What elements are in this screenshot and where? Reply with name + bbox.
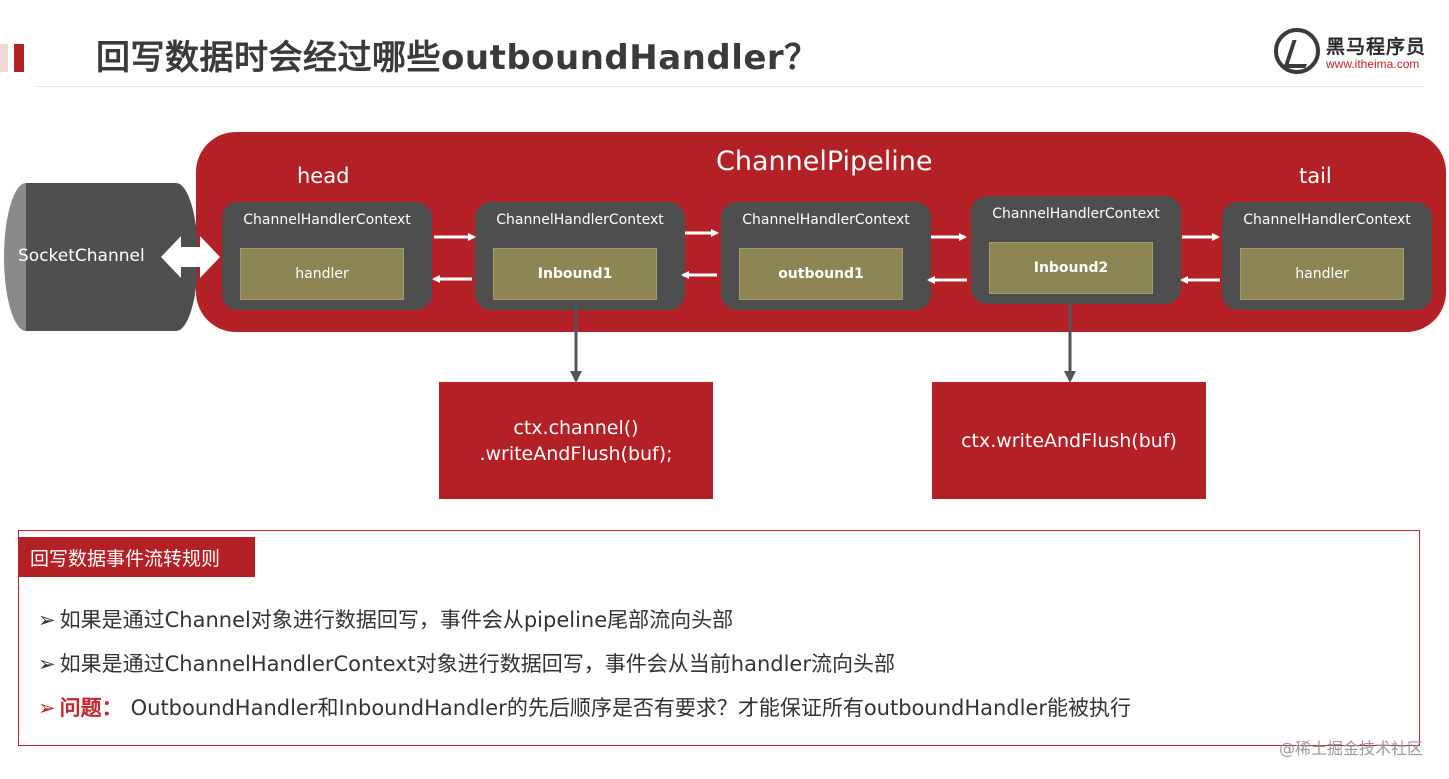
code-box-channel-write: ctx.channel() .writeAndFlush(buf); [439, 382, 713, 499]
bidirectional-arrow-icon [161, 236, 220, 278]
context-tail: ChannelHandlerContext handler [1222, 202, 1432, 310]
code-line: ctx.writeAndFlush(buf) [961, 429, 1177, 452]
context-label: ChannelHandlerContext [243, 212, 411, 228]
title-divider [36, 86, 1424, 87]
code-line: .writeAndFlush(buf); [479, 442, 673, 465]
code-box-ctx-write: ctx.writeAndFlush(buf) [932, 382, 1206, 499]
bullet-arrow-icon: ➢ [38, 696, 56, 720]
bullet-arrow-icon: ➢ [38, 652, 56, 676]
title-accent-bar [0, 44, 24, 72]
logo-url: www.itheima.com [1326, 57, 1420, 71]
bullet-arrow-icon: ➢ [38, 608, 56, 632]
problem-prefix: 问题： [59, 696, 123, 720]
handler-box: outbound1 [739, 248, 903, 300]
context-inbound2: ChannelHandlerContext Inbound2 [971, 196, 1181, 304]
context-head: ChannelHandlerContext handler [222, 202, 432, 310]
pipeline-label: ChannelPipeline [716, 146, 933, 177]
logo-name: 黑马程序员 [1326, 36, 1427, 58]
socket-cylinder-body [26, 183, 176, 331]
handler-box: handler [1240, 248, 1404, 300]
rule-text: 如果是通过Channel对象进行数据回写，事件会从pipeline尾部流向头部 [59, 608, 734, 632]
handler-box: Inbound1 [493, 248, 657, 300]
page-title: 回写数据时会经过哪些outboundHandler？ [96, 38, 819, 78]
logo-mark-icon [1274, 28, 1320, 74]
rule-item: ➢如果是通过ChannelHandlerContext对象进行数据回写，事件会从… [38, 648, 895, 678]
rule-problem: ➢问题： OutboundHandler和InboundHandler的先后顺序是… [38, 692, 1131, 722]
context-label: ChannelHandlerContext [1243, 212, 1411, 228]
context-label: ChannelHandlerContext [496, 212, 664, 228]
source-watermark: @稀土掘金技术社区 [1278, 739, 1423, 758]
context-label: ChannelHandlerContext [992, 206, 1160, 222]
rule-text: 如果是通过ChannelHandlerContext对象进行数据回写，事件会从当… [59, 652, 895, 676]
rules-frame [18, 530, 1420, 746]
handler-box: handler [240, 248, 404, 300]
brand-logo: 黑马程序员 www.itheima.com [1274, 28, 1434, 76]
rules-tag: 回写数据事件流转规则 [18, 537, 255, 577]
tail-label: tail [1299, 164, 1332, 188]
context-inbound1: ChannelHandlerContext Inbound1 [475, 202, 685, 310]
code-line: ctx.channel() [513, 416, 639, 439]
context-outbound1: ChannelHandlerContext outbound1 [721, 202, 931, 310]
rule-item: ➢如果是通过Channel对象进行数据回写，事件会从pipeline尾部流向头部 [38, 604, 733, 634]
head-label: head [297, 164, 350, 188]
socket-label: SocketChannel [18, 246, 145, 266]
context-label: ChannelHandlerContext [742, 212, 910, 228]
problem-text: OutboundHandler和InboundHandler的先后顺序是否有要求… [130, 696, 1132, 720]
handler-box: Inbound2 [989, 242, 1153, 294]
